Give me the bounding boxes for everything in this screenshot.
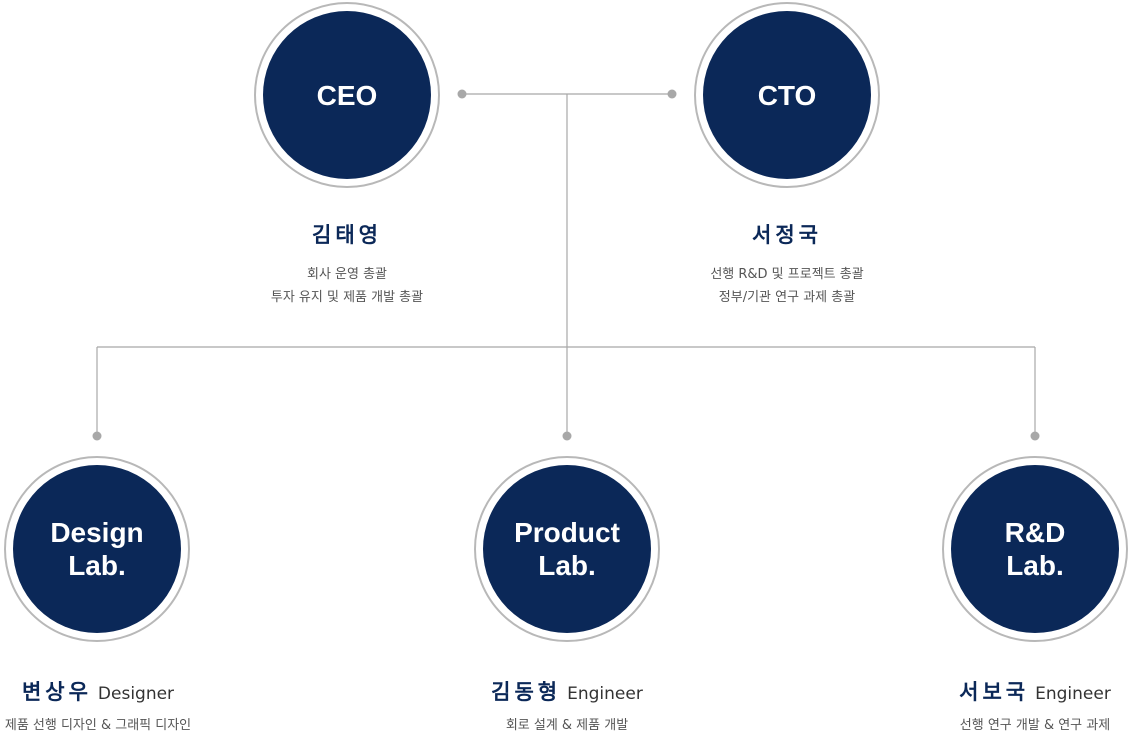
ceo-desc: 회사 운영 총괄 투자 유지 및 제품 개발 총괄 (222, 263, 472, 309)
ceo-node: CEO (254, 2, 440, 188)
rnd-lab-role: Engineer (1035, 684, 1111, 704)
cto-desc-line-2: 정부/기관 연구 과제 총괄 (718, 290, 856, 305)
ceo-label: CEO (263, 11, 431, 179)
design-connector-dot (92, 431, 102, 441)
design-lab-label: Design Lab. (13, 465, 181, 633)
design-lab-role: Designer (97, 684, 175, 704)
rnd-lab-label: R&D Lab. (951, 465, 1119, 633)
cto-desc-line-1: 선행 R&D 및 프로젝트 총괄 (710, 267, 864, 282)
product-lab-desc: 회로 설계 & 제품 개발 (505, 718, 629, 733)
rnd-lab-node: R&D Lab. (942, 456, 1128, 642)
product-lab-node: Product Lab. (474, 456, 660, 642)
product-lab-label: Product Lab. (483, 465, 651, 633)
cto-node: CTO (694, 2, 880, 188)
ceo-name: 김태영 (312, 223, 382, 247)
ceo-desc-line-1: 회사 운영 총괄 (306, 267, 388, 282)
rnd-connector-dot (1030, 431, 1040, 441)
cto-label: CTO (703, 11, 871, 179)
design-lab-name: 변상우 (21, 680, 92, 704)
cto-name: 서정국 (752, 223, 822, 247)
design-lab-node: Design Lab. (4, 456, 190, 642)
rnd-lab-desc: 선행 연구 개발 & 연구 과제 (959, 718, 1111, 733)
rnd-lab-name: 서보국 (959, 680, 1030, 704)
cto-info: 서정국 선행 R&D 및 프로젝트 총괄 정부/기관 연구 과제 총괄 (662, 219, 912, 309)
product-connector-dot (562, 431, 572, 441)
product-lab-role: Engineer (567, 684, 643, 704)
ceo-connector-dot (457, 89, 467, 99)
ceo-desc-line-2: 투자 유지 및 제품 개발 총괄 (270, 290, 424, 305)
ceo-info: 김태영 회사 운영 총괄 투자 유지 및 제품 개발 총괄 (222, 219, 472, 309)
design-lab-desc: 제품 선행 디자인 & 그래픽 디자인 (4, 718, 192, 733)
product-lab-name: 김동형 (491, 680, 562, 704)
cto-desc: 선행 R&D 및 프로젝트 총괄 정부/기관 연구 과제 총괄 (662, 263, 912, 309)
cto-connector-dot (667, 89, 677, 99)
